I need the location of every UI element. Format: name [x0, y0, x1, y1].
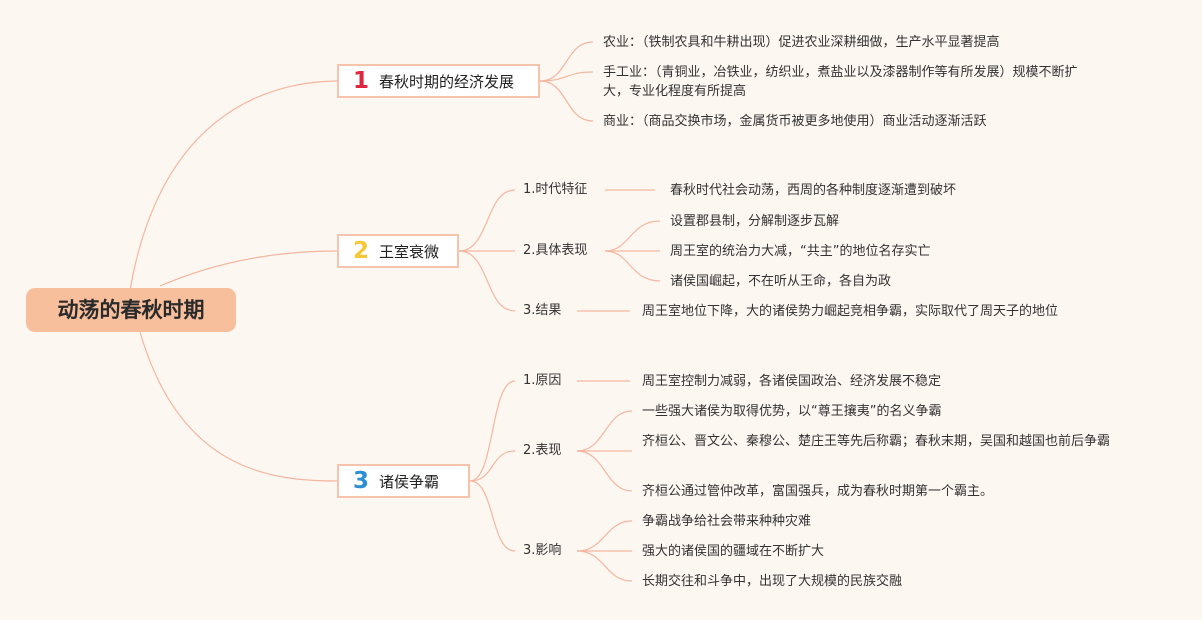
leaf-performance-1[interactable]: 一些强大诸侯为取得优势，以“尊王攘夷”的名义争霸	[642, 404, 942, 419]
sub-cause[interactable]: 1.原因	[523, 373, 562, 388]
connector-b2-s2-leaf-1	[604, 220, 661, 252]
leaf-handicraft[interactable]: 手工业：（青铜业，冶铁业，纺织业，煮盐业以及漆器制作等有所发展）规模不断扩大，专…	[603, 65, 1078, 99]
sub-result[interactable]: 3.结果	[523, 303, 562, 318]
connector-b3-sub-3	[469, 480, 516, 552]
leaf-performance-3[interactable]: 齐桓公通过管仲改革，富国强兵，成为春秋时期第一个霸主。	[642, 484, 994, 499]
connector-root-branch-2	[159, 250, 338, 287]
connector-b3-s3-leaf-1	[576, 520, 633, 552]
connector-b1-leaf-3	[539, 80, 594, 122]
connector-b3-s2-leaf-3	[576, 450, 633, 492]
leaf-impact-3[interactable]: 长期交往和斗争中，出现了大规模的民族交融	[642, 574, 903, 589]
number-three-icon: 3	[353, 467, 370, 494]
leaf-agriculture[interactable]: 农业：（铁制农具和牛耕出现）促进农业深耕细做，生产水平显著提高	[603, 35, 1000, 50]
leaf-manifestation-2[interactable]: 周王室的统治力大减，“共主”的地位名存实亡	[670, 244, 931, 259]
leaf-impact-2[interactable]: 强大的诸侯国的疆域在不断扩大	[642, 544, 825, 559]
connector-b3-s2-leaf-1	[576, 410, 633, 452]
connector-b1-leaf-2	[539, 71, 594, 82]
branch-title: 王室衰微	[379, 242, 440, 261]
root-topic[interactable]: 动荡的春秋时期	[26, 288, 236, 332]
connector-b3-s3-leaf-3	[576, 550, 633, 582]
connector-root-branch-1	[129, 80, 338, 291]
sub-impact[interactable]: 3.影响	[523, 543, 562, 558]
sub-era-features[interactable]: 1.时代特征	[523, 182, 588, 197]
connector-b2-sub-3	[458, 250, 516, 312]
branch-royal-decline[interactable]: 2 王室衰微	[337, 234, 459, 268]
connector-b2-s2-leaf-3	[604, 250, 661, 282]
number-one-icon: 1	[353, 67, 370, 94]
leaf-manifestation-3[interactable]: 诸侯国崛起，不在听从王命，各自为政	[670, 274, 892, 289]
leaf-result[interactable]: 周王室地位下降，大的诸侯势力崛起竞相争霸，实际取代了周天子的地位	[642, 304, 1059, 319]
branch-title: 诸侯争霸	[379, 472, 440, 491]
leaf-performance-2[interactable]: 齐桓公、晋文公、秦穆公、楚庄王等先后称霸；春秋末期，吴国和越国也前后争霸	[642, 434, 1111, 449]
number-two-icon: 2	[353, 237, 370, 264]
connector-b3-sub-2	[469, 450, 516, 482]
sub-manifestations[interactable]: 2.具体表现	[523, 243, 588, 258]
branch-title: 春秋时期的经济发展	[379, 72, 515, 91]
leaf-impact-1[interactable]: 争霸战争给社会带来种种灾难	[642, 514, 812, 529]
leaf-manifestation-1[interactable]: 设置郡县制，分解制逐步瓦解	[670, 214, 840, 229]
connector-b1-leaf-1	[539, 41, 594, 82]
leaf-commerce[interactable]: 商业：（商品交换市场，金属货币被更多地使用）商业活动逐渐活跃	[603, 114, 987, 129]
leaf-cause[interactable]: 周王室控制力减弱，各诸侯国政治、经济发展不稳定	[642, 374, 942, 389]
branch-hegemony[interactable]: 3 诸侯争霸	[337, 464, 470, 498]
branch-economy[interactable]: 1 春秋时期的经济发展	[337, 64, 540, 98]
sub-performance[interactable]: 2.表现	[523, 443, 562, 458]
connector-b2-sub-1	[458, 189, 516, 252]
leaf-era-features[interactable]: 春秋时代社会动荡，西周的各种制度逐渐遭到破坏	[670, 183, 957, 198]
connector-root-branch-3	[139, 331, 338, 482]
connector-b3-sub-1	[469, 380, 516, 482]
